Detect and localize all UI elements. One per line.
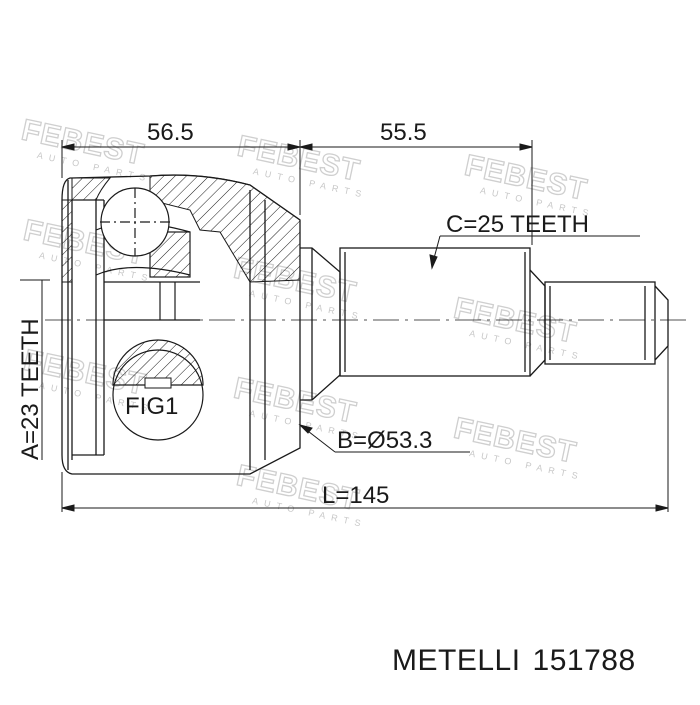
housing-hatch	[61, 174, 301, 283]
dim-left-label: 56.5	[147, 119, 194, 146]
length-label: L=145	[322, 482, 389, 509]
diameter-b-label: B=Ø53.3	[337, 427, 432, 454]
dimension-lines	[61, 143, 669, 512]
fig1-detail: FIG1	[112, 339, 204, 441]
dim-right-label: 55.5	[380, 119, 427, 146]
part-number: 151788	[532, 644, 636, 677]
product-footer: METELLI 151788	[392, 644, 648, 678]
teeth-a-label: A=23 TEETH	[17, 318, 44, 460]
shaft	[300, 247, 669, 401]
brand-name: METELLI	[392, 644, 521, 677]
teeth-c-label: C=25 TEETH	[446, 211, 589, 238]
leaders	[298, 235, 640, 453]
inner-cage	[95, 187, 200, 321]
fig1-label: FIG1	[125, 393, 178, 420]
